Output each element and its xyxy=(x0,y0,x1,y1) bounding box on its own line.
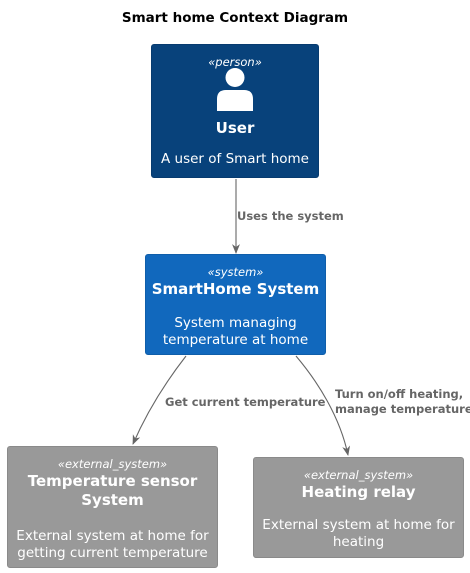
user-name: User xyxy=(215,119,255,137)
temperature-sensor-node: «external_system» Temperature sensor Sys… xyxy=(7,446,218,568)
sensor-stereotype: «external_system» xyxy=(57,457,168,471)
heating-relay-node: «external_system» Heating relay External… xyxy=(253,457,464,558)
diagram-title: Smart home Context Diagram xyxy=(121,10,349,26)
relay-description-line-1: External system at home for xyxy=(262,517,455,533)
relation-label-heating-line-2: manage temperature xyxy=(335,402,470,416)
smarthome-name: SmartHome System xyxy=(151,280,320,298)
relation-label-uses: Uses the system xyxy=(237,209,344,223)
relay-stereotype: «external_system» xyxy=(303,468,414,482)
smarthome-description-line-2: temperature at home xyxy=(162,332,309,348)
smarthome-stereotype: «system» xyxy=(207,265,264,279)
smarthome-system-node: «system» SmartHome System System managin… xyxy=(145,254,326,355)
relation-label-heating-line-1: Turn on/off heating, xyxy=(335,387,464,401)
sensor-description-line-2: getting current temperature xyxy=(17,545,208,561)
relay-description-line-2: heating xyxy=(332,534,385,550)
relation-label-get-temperature: Get current temperature xyxy=(165,395,326,409)
sensor-name-line-2: System xyxy=(81,491,144,509)
relay-name: Heating relay xyxy=(301,483,416,501)
user-stereotype: «person» xyxy=(208,55,262,69)
sensor-name-line-1: Temperature sensor xyxy=(27,472,198,490)
person-icon xyxy=(217,68,253,111)
user-node: «person» User A user of Smart home xyxy=(151,44,319,178)
user-description: A user of Smart home xyxy=(161,151,309,167)
smarthome-description-line-1: System managing xyxy=(174,315,297,331)
sensor-description-line-1: External system at home for xyxy=(16,528,209,544)
edge-system-to-relay xyxy=(295,355,351,456)
edge-system-to-sensor xyxy=(132,355,187,445)
